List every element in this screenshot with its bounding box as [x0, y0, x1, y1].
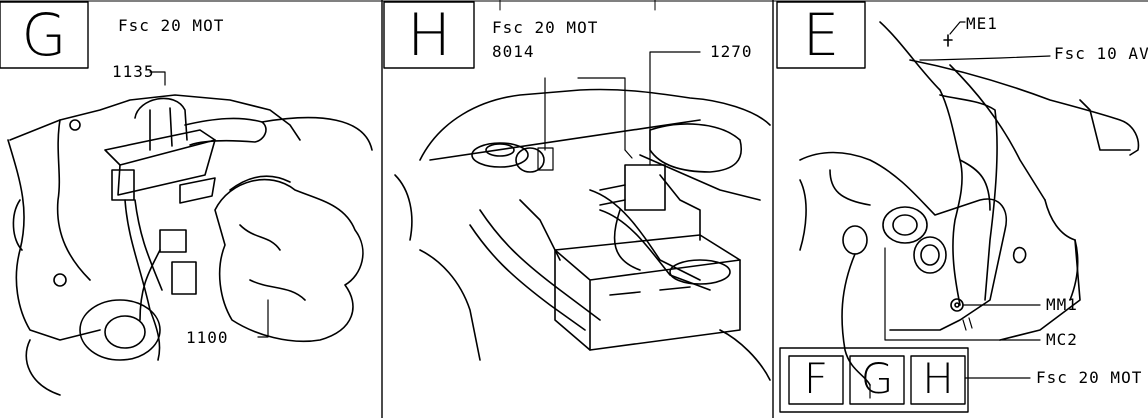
- panel-e-letter: E: [802, 1, 840, 69]
- panel-g-callout-1135: 1135: [112, 62, 155, 81]
- panel-e-callout-mm1: MM1: [1046, 295, 1078, 314]
- panel-e-callout-fsc10av: Fsc 10 AV: [1054, 44, 1148, 63]
- panel-g-letter: G: [21, 1, 67, 69]
- panel-g-artwork: [7, 71, 373, 396]
- panel-g-letter-box: [0, 1, 89, 69]
- panel-h-artwork: [394, 51, 771, 381]
- legend-box-h: [910, 355, 966, 405]
- panel-e-callout-me1: ME1: [966, 14, 998, 33]
- legend-letter-f: F: [803, 354, 829, 403]
- panel-e-callout-fsc20mot: Fsc 20 MOT: [1036, 368, 1143, 387]
- panel-e-letter-box: [776, 1, 866, 69]
- panel-g-callout-1100: 1100: [186, 328, 229, 347]
- legend-box-f: [788, 355, 844, 405]
- legend-letter-h: H: [922, 354, 954, 403]
- panel-h-letter-box: [383, 1, 475, 69]
- legend-outer-frame: [779, 347, 969, 413]
- panel-g-title: Fsc 20 MOT: [118, 16, 225, 35]
- panel-h-callout-8014: 8014: [492, 42, 535, 61]
- panel-e-callout-mc2: MC2: [1046, 330, 1078, 349]
- panel-h-title: Fsc 20 MOT: [492, 18, 599, 37]
- panel-e-artwork: [779, 21, 1140, 413]
- panel-h-letter: H: [407, 1, 451, 69]
- legend-box-g: [849, 355, 905, 405]
- panel-h-callout-1270: 1270: [710, 42, 753, 61]
- legend-letter-g: G: [860, 354, 894, 403]
